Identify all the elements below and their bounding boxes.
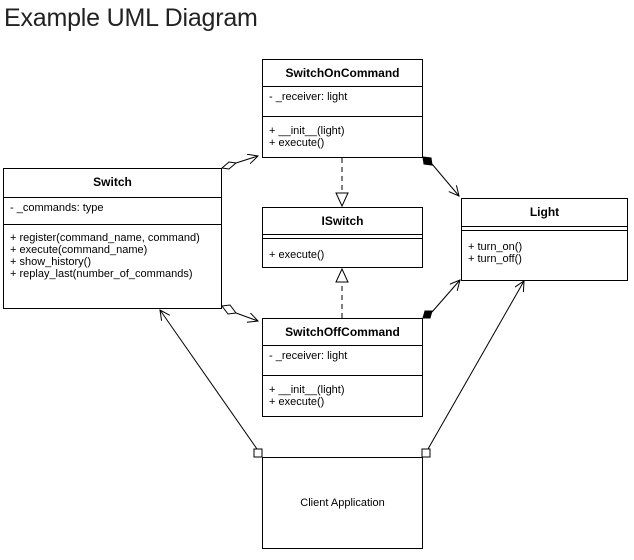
class-attributes: - _commands: type	[4, 198, 221, 225]
class-light[interactable]: Light + turn_on() + turn_off()	[461, 198, 628, 281]
attribute: - _commands: type	[10, 202, 104, 214]
switch-to-switchon-aggregation	[220, 156, 258, 170]
diagram-title: Example UML Diagram	[4, 4, 258, 32]
class-switch-on-command[interactable]: SwitchOnCommand - _receiver: light + __i…	[262, 59, 423, 158]
operation: + execute()	[269, 396, 325, 408]
operation: + __init__(light)	[269, 125, 345, 137]
operation: + __init__(light)	[269, 384, 345, 396]
class-operations: + execute()	[263, 239, 422, 261]
class-attributes: - _receiver: light	[263, 87, 422, 117]
class-attributes: - _receiver: light	[263, 346, 422, 376]
client-application-box[interactable]: Client Application	[262, 457, 423, 549]
operation: + turn_off()	[468, 253, 522, 265]
class-iswitch[interactable]: ISwitch + execute()	[262, 207, 423, 268]
operation: + turn_on()	[468, 241, 523, 253]
class-operations: + __init__(light) + execute()	[263, 117, 422, 149]
operation: + show_history()	[10, 256, 92, 268]
switchoff-to-light-composition	[422, 280, 460, 319]
class-name: SwitchOffCommand	[263, 319, 422, 346]
client-to-switch-association	[160, 310, 263, 458]
class-name: Light	[462, 199, 627, 227]
operation: + replay_last(number_of_commands)	[10, 268, 193, 280]
switch-to-switchoff-aggregation	[221, 304, 258, 321]
aggregation-diamond	[221, 304, 237, 315]
class-name: SwitchOnCommand	[263, 60, 422, 87]
empty-attributes-compartment	[263, 235, 422, 239]
client-label: Client Application	[300, 497, 385, 509]
class-operations: + register(command_name, command) + exec…	[4, 225, 221, 280]
switchon-to-light-composition	[422, 156, 459, 196]
class-name: Switch	[4, 169, 221, 198]
composition-diamond	[422, 310, 433, 319]
class-name: ISwitch	[263, 208, 422, 235]
client-to-light-association	[421, 281, 524, 458]
operation: + execute(command_name)	[10, 244, 148, 256]
operation: + register(command_name, command)	[10, 232, 200, 244]
switchon-realizes-iswitch	[335, 158, 349, 208]
class-operations: + __init__(light) + execute()	[263, 376, 422, 408]
aggregation-diamond	[220, 161, 238, 170]
class-switch[interactable]: Switch - _commands: type + register(comm…	[3, 168, 222, 309]
empty-attributes-compartment	[462, 227, 627, 231]
class-switch-off-command[interactable]: SwitchOffCommand - _receiver: light + __…	[262, 318, 423, 417]
attribute: - _receiver: light	[269, 91, 348, 103]
operation: + execute()	[269, 249, 325, 261]
class-operations: + turn_on() + turn_off()	[462, 231, 627, 265]
switchoff-realizes-iswitch	[335, 267, 349, 318]
attribute: - _receiver: light	[269, 350, 348, 362]
operation: + execute()	[269, 137, 325, 149]
composition-diamond	[422, 156, 433, 166]
